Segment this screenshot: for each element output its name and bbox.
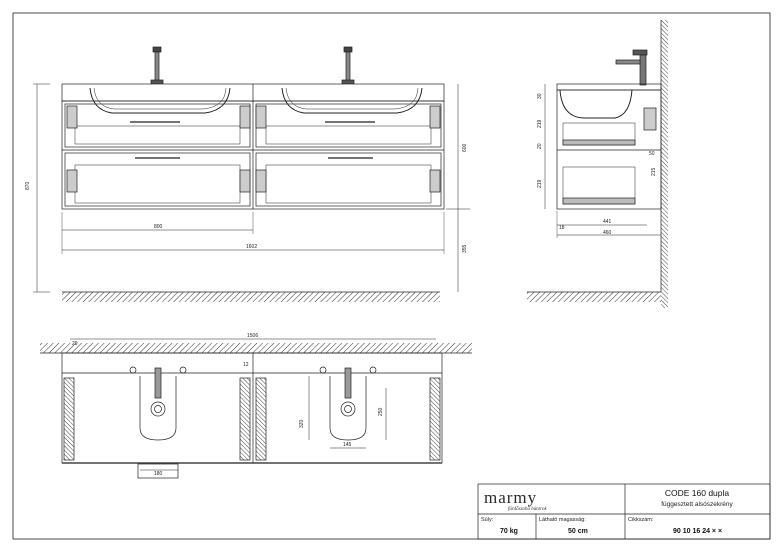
brand-tagline: fürdőszoba bútorok xyxy=(508,507,547,512)
article-value: 90 10 16 24 × × xyxy=(673,528,722,535)
side-dim-50: 50 xyxy=(649,151,655,157)
title-block xyxy=(477,483,771,540)
top-dim-overall: 1506 xyxy=(247,333,258,339)
cabinet-top-outline xyxy=(61,352,443,464)
wall-hatch xyxy=(661,20,668,308)
dim-lower-gap: 355 xyxy=(462,244,468,253)
basin-right xyxy=(281,87,423,114)
side-dim-18: 18 xyxy=(559,225,565,231)
side-dim-215: 215 xyxy=(651,167,657,176)
top-dim-small: 12 xyxy=(243,362,249,368)
faucet-right xyxy=(341,46,355,85)
visible-height-value: 50 cm xyxy=(568,528,588,535)
top-dim-handle: 180 xyxy=(154,471,163,477)
product-subtitle: függesztett alsószekrény xyxy=(661,501,733,508)
weight-label: Súly: xyxy=(481,517,494,523)
floor-side xyxy=(527,292,661,302)
dim-half-width: 800 xyxy=(154,224,163,230)
side-view xyxy=(527,20,668,308)
top-dim-basin-depth: 320 xyxy=(299,419,305,428)
front-view xyxy=(33,46,470,302)
dim-total-width: 1602 xyxy=(246,244,257,250)
visible-height-label: Látható magasság: xyxy=(539,517,586,523)
side-dim-gap: 20 xyxy=(537,143,543,149)
basin-left xyxy=(89,87,231,114)
side-dim-top: 30 xyxy=(537,93,543,99)
side-dim-460: 460 xyxy=(603,230,612,236)
top-dim-bowl-width: 145 xyxy=(343,442,352,448)
floor-front xyxy=(62,292,440,302)
side-dim-drawer1: 219 xyxy=(537,119,543,128)
top-view xyxy=(40,338,472,479)
wall-top xyxy=(40,343,472,353)
top-dim-bowl-depth: 250 xyxy=(378,407,384,416)
sheet-border xyxy=(12,12,771,540)
dim-cabinet-height: 600 xyxy=(462,143,468,152)
product-title: CODE 160 dupla xyxy=(665,488,730,498)
top-dim-pipe: 29 xyxy=(72,341,78,347)
brand-logo: marmy xyxy=(484,488,537,507)
dim-total-height: 870 xyxy=(25,181,31,190)
article-label: Cikkszám: xyxy=(628,517,654,523)
weight-value: 70 kg xyxy=(500,528,518,535)
side-dim-drawer2: 219 xyxy=(537,179,543,188)
side-dim-441: 441 xyxy=(603,219,612,225)
faucet-left xyxy=(150,46,164,85)
